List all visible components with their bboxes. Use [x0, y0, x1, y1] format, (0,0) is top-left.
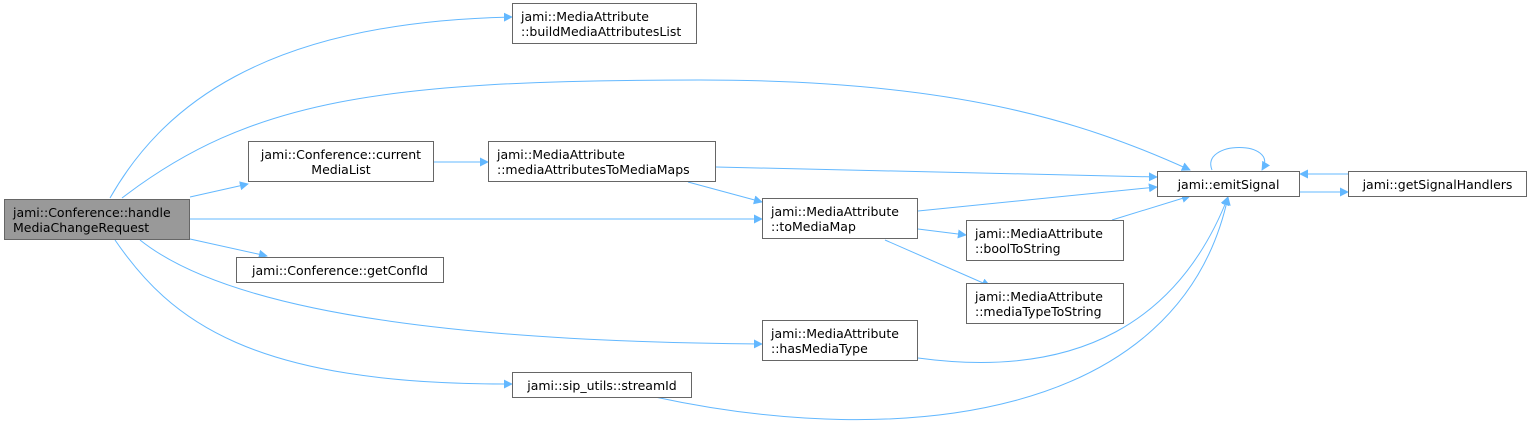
edge-emit-self [1210, 147, 1271, 171]
node-emit-line1: jami::emitSignal [1177, 176, 1280, 192]
node-get-signal-handlers[interactable]: jami::getSignalHandlers [1348, 171, 1527, 197]
node-current-line1: jami::Conference::current [260, 146, 422, 162]
node-build-line2: ::buildMediaAttributesList [521, 23, 682, 39]
edge-root-current [189, 181, 249, 198]
node-bool-to-string[interactable]: jami::MediaAttribute ::boolToString [966, 220, 1124, 261]
edge-hastype-emit [917, 196, 1230, 363]
node-handlers-line1: jami::getSignalHandlers [1362, 176, 1513, 192]
node-hastype-line2: ::hasMediaType [771, 340, 868, 356]
edge-tomap-typestr [884, 239, 991, 287]
node-bool-line2: ::boolToString [975, 240, 1061, 256]
edge-tomap-emit [917, 183, 1158, 212]
edge-bool-emit [1111, 194, 1191, 221]
node-current-media-list[interactable]: jami::Conference::current MediaList [248, 141, 434, 182]
edge-root-hastype [139, 239, 763, 349]
node-emit-signal[interactable]: jami::emitSignal [1157, 171, 1300, 197]
edge-root-stream [114, 239, 513, 389]
edge-tomap-bool [917, 228, 967, 239]
node-tomap-line1: jami::MediaAttribute [771, 203, 899, 219]
node-bool-line1: jami::MediaAttribute [975, 225, 1103, 241]
node-media-type-to-string[interactable]: jami::MediaAttribute ::mediaTypeToString [966, 283, 1124, 324]
edge-root-emit [121, 79, 1191, 199]
node-hastype-line1: jami::MediaAttribute [771, 325, 899, 341]
edge-stream-emit [654, 196, 1231, 421]
node-to-media-map[interactable]: jami::MediaAttribute ::toMediaMap [762, 198, 918, 239]
edge-tomaps-tomap [687, 181, 763, 205]
node-getconf-line1: jami::Conference::getConfId [252, 262, 428, 278]
node-get-conf-id[interactable]: jami::Conference::getConfId [236, 257, 444, 283]
node-has-media-type[interactable]: jami::MediaAttribute ::hasMediaType [762, 320, 918, 361]
node-typestr-line1: jami::MediaAttribute [975, 288, 1103, 304]
node-tomaps-line2: ::mediaAttributesToMediaMaps [497, 161, 690, 177]
edge-root-build [109, 12, 513, 199]
node-tomaps-line1: jami::MediaAttribute [497, 146, 625, 162]
node-root-line1: jami::Conference::handle [13, 204, 171, 220]
node-build-media-attributes-list[interactable]: jami::MediaAttribute ::buildMediaAttribu… [512, 3, 697, 44]
node-stream-line1: jami::sip_utils::streamId [527, 377, 677, 393]
node-build-line1: jami::MediaAttribute [521, 8, 649, 24]
node-tomap-line2: ::toMediaMap [771, 218, 856, 234]
node-media-attributes-to-media-maps[interactable]: jami::MediaAttribute ::mediaAttributesTo… [488, 141, 716, 182]
edge-root-getconf [189, 238, 268, 259]
node-stream-id[interactable]: jami::sip_utils::streamId [512, 372, 692, 398]
node-handle-media-change-request[interactable]: jami::Conference::handle MediaChangeRequ… [4, 199, 190, 240]
node-root-line2: MediaChangeRequest [13, 219, 150, 235]
node-current-line2: MediaList [311, 161, 371, 177]
node-typestr-line2: ::mediaTypeToString [975, 303, 1102, 319]
edge-tomaps-emit [715, 166, 1158, 182]
